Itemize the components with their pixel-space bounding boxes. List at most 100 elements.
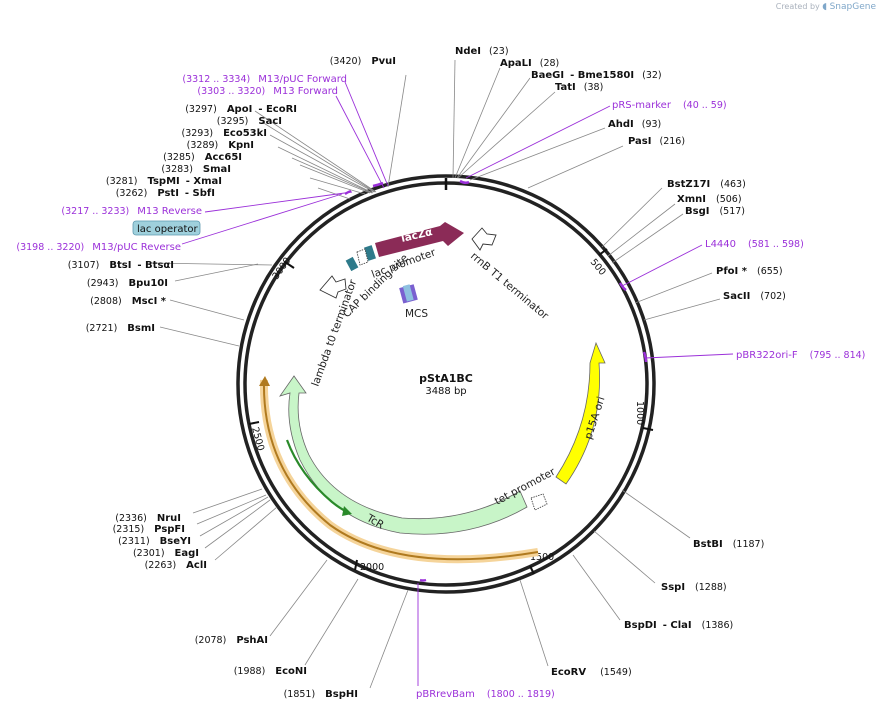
svg-text:pBRrevBam(1800 .. 1819): pBRrevBam(1800 .. 1819) bbox=[416, 689, 555, 700]
tet-promoter-label: tet promoter bbox=[493, 465, 558, 507]
svg-text:(2078)PshAI: (2078)PshAI bbox=[195, 635, 268, 646]
enzyme-Bpu10I: Bpu10I bbox=[128, 278, 168, 289]
svg-text:(2808)MscI *: (2808)MscI * bbox=[90, 296, 167, 307]
svg-text:L4440(581 .. 598): L4440(581 .. 598) bbox=[705, 239, 804, 250]
svg-text:BstZ17I(463): BstZ17I(463) bbox=[667, 179, 746, 190]
svg-text:(3262)PstI- SbfI: (3262)PstI- SbfI bbox=[116, 188, 215, 199]
enzyme-BspHI: BspHI bbox=[325, 689, 358, 700]
enzyme-leader-lines bbox=[149, 59, 721, 689]
lac-operator-box bbox=[364, 245, 376, 261]
enzyme-TspMI: TspMI bbox=[147, 176, 179, 187]
primer-L4440: L4440 bbox=[705, 239, 736, 250]
primer-M13-pUC-reverse: M13/pUC Reverse bbox=[92, 242, 181, 253]
enzyme-Acc65I: Acc65I bbox=[205, 152, 242, 163]
rrnB-terminator-arrow bbox=[471, 227, 497, 251]
tick-1500: 1500 bbox=[530, 552, 554, 563]
svg-text:BstBI(1187): BstBI(1187) bbox=[693, 539, 764, 550]
enzyme-BtsI: BtsI bbox=[109, 260, 131, 271]
svg-text:(2721)BsmI: (2721)BsmI bbox=[86, 323, 155, 334]
svg-text:(2311)BseYI: (2311)BseYI bbox=[118, 536, 191, 547]
svg-text:EcoRV(1549): EcoRV(1549) bbox=[551, 667, 632, 678]
enzyme-PvuI: PvuI bbox=[371, 56, 396, 67]
svg-text:(3420)PvuI: (3420)PvuI bbox=[330, 56, 396, 67]
svg-text:BsgI(517): BsgI(517) bbox=[685, 206, 745, 217]
svg-text:SspI(1288): SspI(1288) bbox=[661, 582, 727, 593]
enzyme-SmaI: SmaI bbox=[203, 164, 231, 175]
enzyme-BstZ17I: BstZ17I bbox=[667, 179, 710, 190]
enzyme-labels-left: (1851)BspHI (1988)EcoNI (2078)PshAI (226… bbox=[68, 56, 396, 700]
primer-site-marks bbox=[344, 179, 648, 582]
svg-text:AhdI(93): AhdI(93) bbox=[608, 119, 661, 130]
enzyme-EcoRV: EcoRV bbox=[551, 667, 586, 678]
enzyme-PshAI: PshAI bbox=[236, 635, 268, 646]
svg-text:(3285)Acc65I: (3285)Acc65I bbox=[163, 152, 242, 163]
snapgene-credit: Created by ◖ SnapGene bbox=[776, 2, 876, 12]
plasmid-length: 3488 bp bbox=[425, 386, 466, 397]
tick-2000: 2000 bbox=[360, 562, 384, 573]
primer-pRS-marker: pRS-marker bbox=[612, 100, 672, 111]
enzyme-BaeGI: BaeGI bbox=[531, 70, 564, 81]
enzyme-BsmI: BsmI bbox=[127, 323, 155, 334]
enzyme-Eco53kI: Eco53kI bbox=[223, 128, 267, 139]
primer-leader-lines bbox=[181, 81, 734, 686]
svg-text:XmnI(506): XmnI(506) bbox=[677, 194, 742, 205]
snapgene-brand: SnapGene bbox=[829, 2, 876, 12]
svg-text:(3107)BtsI- BtsαI: (3107)BtsI- BtsαI bbox=[68, 260, 174, 271]
svg-text:BaeGI- Bme1580I(32): BaeGI- Bme1580I(32) bbox=[531, 70, 662, 81]
enzyme-SacI: SacI bbox=[258, 116, 282, 127]
enzyme-PfoI: PfoI * bbox=[716, 266, 748, 277]
enzyme-SspI: SspI bbox=[661, 582, 685, 593]
enzyme-PstI: PstI bbox=[157, 188, 179, 199]
plasmid-name: pStA1BC bbox=[419, 372, 473, 385]
svg-text:TatI(38): TatI(38) bbox=[555, 82, 603, 93]
enzyme-NdeI: NdeI bbox=[455, 46, 481, 57]
lacZa-arrow bbox=[375, 222, 464, 257]
svg-text:(3295)SacI: (3295)SacI bbox=[217, 116, 282, 127]
svg-text:(2301)EagI: (2301)EagI bbox=[133, 548, 199, 559]
tick-1000: 1000 bbox=[634, 401, 645, 425]
rrnB-terminator-label: rrnB T1 terminator bbox=[468, 250, 551, 322]
enzyme-BstBI: BstBI bbox=[693, 539, 723, 550]
lambda-terminator-arrow bbox=[319, 275, 347, 299]
enzyme-BspDI: BspDI bbox=[624, 620, 657, 631]
enzyme-AhdI: AhdI bbox=[608, 119, 634, 130]
svg-text:(2336)NruI: (2336)NruI bbox=[115, 513, 181, 524]
svg-text:(3293)Eco53kI: (3293)Eco53kI bbox=[181, 128, 267, 139]
svg-text:(1988)EcoNI: (1988)EcoNI bbox=[234, 666, 307, 677]
svg-text:(2315)PspFI: (2315)PspFI bbox=[113, 524, 185, 535]
enzyme-NruI: NruI bbox=[157, 513, 181, 524]
enzyme-PspFI: PspFI bbox=[154, 524, 185, 535]
primer-M13-forward: M13 Forward bbox=[273, 86, 338, 97]
svg-text:(3297)ApoI- EcoRI: (3297)ApoI- EcoRI bbox=[185, 104, 297, 115]
svg-text:pBR322ori-F(795 .. 814): pBR322ori-F(795 .. 814) bbox=[736, 350, 865, 361]
primer-M13-pUC-forward: M13/pUC Forward bbox=[258, 74, 347, 85]
primer-pBR322ori-F: pBR322ori-F bbox=[736, 350, 798, 361]
svg-text:PfoI *(655): PfoI *(655) bbox=[716, 266, 783, 277]
enzyme-XmnI: XmnI bbox=[677, 194, 706, 205]
svg-text:PasI(216): PasI(216) bbox=[628, 136, 685, 147]
lac-operator-badge: lac operator bbox=[132, 220, 201, 236]
svg-text:BspDI- ClaI(1386): BspDI- ClaI(1386) bbox=[624, 620, 733, 631]
enzyme-BsgI: BsgI bbox=[685, 206, 709, 217]
enzyme-KpnI: KpnI bbox=[228, 140, 254, 151]
svg-text:(3303 .. 3320)M13 Forward: (3303 .. 3320)M13 Forward bbox=[197, 86, 338, 97]
enzyme-ApoI: ApoI bbox=[227, 104, 253, 115]
svg-text:pRS-marker(40 .. 59): pRS-marker(40 .. 59) bbox=[612, 100, 727, 111]
mcs-label: MCS bbox=[405, 308, 428, 320]
enzyme-BseYI: BseYI bbox=[160, 536, 191, 547]
tet-promoter-arrow bbox=[530, 493, 548, 511]
lac-promoter-arrow bbox=[356, 248, 369, 266]
enzyme-SacII: SacII bbox=[723, 291, 750, 302]
TcR-arrow bbox=[279, 375, 528, 535]
svg-text:ApaLI(28): ApaLI(28) bbox=[500, 58, 559, 69]
primer-M13-reverse: M13 Reverse bbox=[137, 206, 202, 217]
enzyme-PasI: PasI bbox=[628, 136, 651, 147]
lac-operator-label: lac operator bbox=[137, 224, 198, 235]
enzyme-EagI: EagI bbox=[175, 548, 199, 559]
svg-text:(3217 .. 3233)M13 Reverse: (3217 .. 3233)M13 Reverse bbox=[61, 206, 202, 217]
primer-pBRrevBam: pBRrevBam bbox=[416, 689, 475, 700]
svg-text:(3198 .. 3220)M13/pUC Reverse: (3198 .. 3220)M13/pUC Reverse bbox=[16, 242, 181, 253]
enzyme-AclI: AclI bbox=[186, 560, 207, 571]
enzyme-labels-right: NdeI(23) ApaLI(28) BaeGI- Bme1580I(32) T… bbox=[455, 46, 786, 678]
